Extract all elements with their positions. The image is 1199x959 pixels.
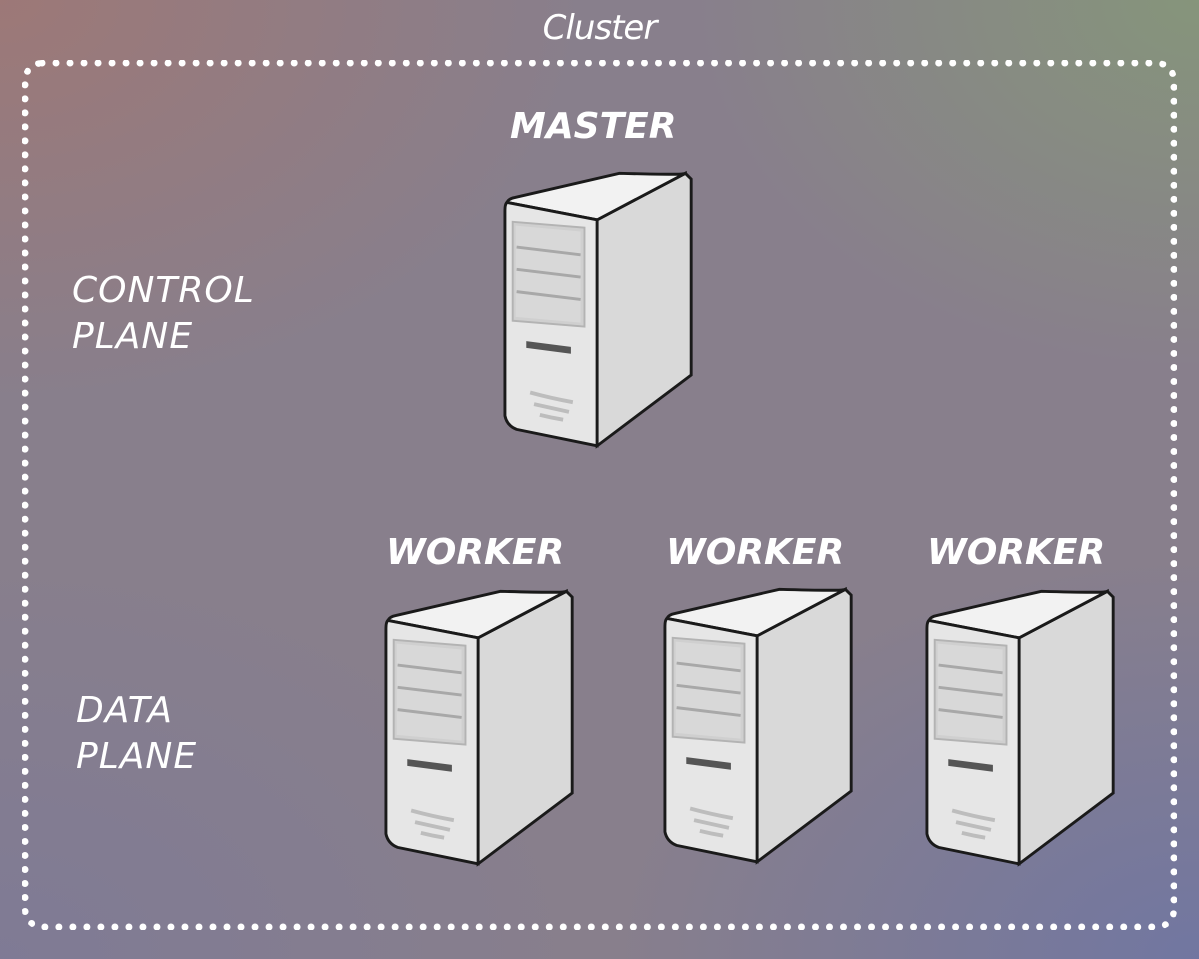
control-plane-label: CONTROL PLANE <box>72 268 255 360</box>
server-tower-icon <box>503 166 697 458</box>
server-tower-icon <box>663 582 857 874</box>
control-plane-label-line2: PLANE <box>72 316 194 357</box>
cluster-boundary <box>22 60 1177 930</box>
worker-label: WORKER <box>386 532 565 573</box>
server-tower-icon <box>384 584 578 876</box>
worker-label: WORKER <box>927 532 1106 573</box>
data-plane-label: DATA PLANE <box>76 688 197 780</box>
data-plane-label-line1: DATA <box>76 690 174 731</box>
master-label: MASTER <box>510 106 677 147</box>
worker-label: WORKER <box>666 532 845 573</box>
control-plane-label-line1: CONTROL <box>72 270 255 311</box>
data-plane-label-line2: PLANE <box>76 736 198 777</box>
server-tower-icon <box>925 584 1119 876</box>
cluster-title: Cluster <box>542 8 658 48</box>
